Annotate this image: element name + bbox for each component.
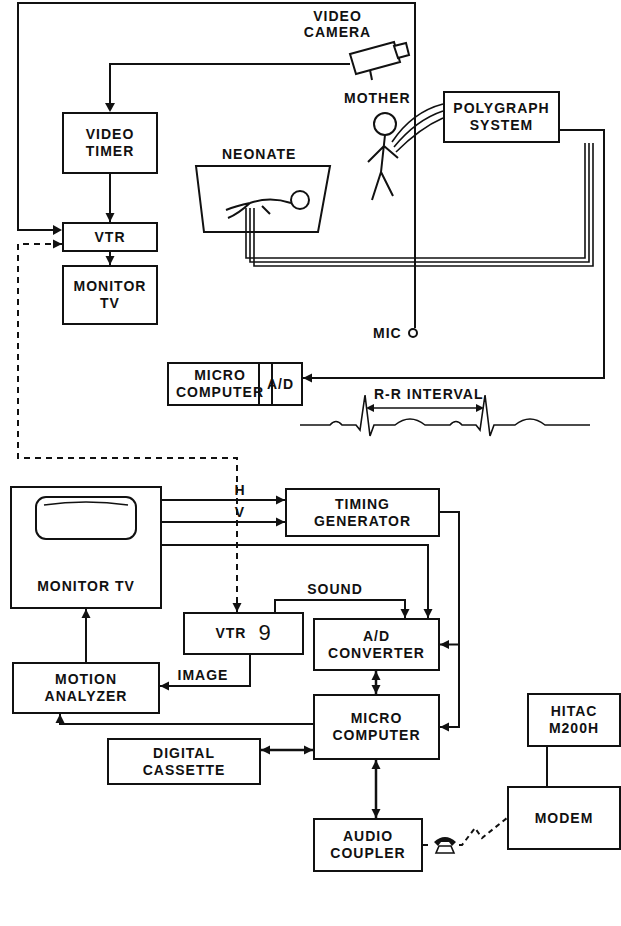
monitor-box: MONITOR TV: [10, 486, 162, 609]
arrow-head: [372, 809, 381, 818]
microphone: [409, 329, 417, 337]
mic-wire: [18, 3, 415, 328]
arrow-head: [160, 682, 169, 691]
arrow-head: [303, 374, 312, 383]
process-box: MODEM: [507, 786, 621, 850]
process-box: POLYGRAPH SYSTEM: [443, 91, 560, 143]
connector: [162, 521, 285, 523]
connector: [162, 545, 428, 618]
node-label: MICRO COMPUTER: [319, 710, 434, 744]
node-label: VTR: [215, 625, 246, 642]
telephone-base: [436, 846, 454, 853]
arrow-head: [233, 603, 242, 612]
subject-label: MOTHER: [344, 90, 411, 106]
node-label: AUDIO COUPLER: [319, 828, 417, 862]
converter-box: A/D: [258, 362, 303, 406]
arrow-head: [372, 671, 381, 680]
camera-lens: [394, 43, 409, 58]
node-label: A/D CONVERTER: [319, 628, 434, 662]
line-patch: [432, 835, 458, 855]
connector: [162, 499, 285, 501]
video-camera: [350, 42, 400, 74]
subject-label: NEONATE: [222, 146, 296, 162]
node-label: MODEM: [535, 810, 594, 827]
process-box: MOTION ANALYZER: [12, 662, 160, 714]
camera-mount: [370, 70, 372, 80]
node-label: A/D: [267, 376, 294, 393]
signal-label: H: [234, 482, 245, 498]
process-box: TIMING GENERATOR: [285, 488, 440, 537]
arrow-head: [440, 723, 449, 732]
cassette-symbol: 9: [258, 620, 271, 646]
mother-head: [374, 113, 396, 135]
node-label: MONITOR TV: [37, 578, 135, 595]
arrow-head: [401, 609, 410, 618]
mother-body: [368, 135, 398, 200]
connector: [423, 818, 507, 845]
mother-leads: [392, 104, 443, 152]
arrow-head: [56, 714, 65, 723]
node-label: VIDEO TIMER: [68, 126, 152, 160]
node-label: HITAC M200H: [533, 703, 615, 737]
telephone-handset: [434, 837, 456, 846]
arrow-head: [82, 609, 91, 618]
arrow-head: [276, 496, 285, 505]
arrow-head: [424, 609, 433, 618]
storage-box: DIGITAL CASSETTE: [107, 738, 261, 785]
interval-label: R-R INTERVAL: [374, 386, 483, 402]
neonate-bed: [196, 166, 330, 232]
node-label: MONITOR TV: [68, 278, 152, 312]
arrow-head: [372, 760, 381, 769]
device-label: VIDEO CAMERA: [290, 8, 385, 40]
arrow-head: [53, 225, 62, 235]
node-label: VTR: [95, 229, 126, 246]
signal-label: V: [235, 504, 245, 520]
connector: [440, 512, 459, 645]
arrow-head: [304, 746, 313, 755]
node-label: MOTION ANALYZER: [18, 671, 154, 705]
arrow-head: [53, 240, 62, 249]
neonate-body: [226, 200, 291, 219]
connector: [18, 244, 237, 612]
neonate-head: [291, 191, 309, 209]
connector: [440, 512, 459, 727]
neonate-leads: [246, 143, 593, 266]
node-label: POLYGRAPH SYSTEM: [449, 100, 554, 134]
converter-box: A/D CONVERTER: [313, 618, 440, 671]
arrow-head: [261, 746, 270, 755]
computer-box: HITAC M200H: [527, 693, 621, 747]
monitor-screen: [36, 497, 136, 539]
arrow-head: [476, 404, 484, 412]
rr-bracket: [373, 407, 477, 408]
arrow-head: [106, 213, 115, 222]
arrow-head: [106, 256, 115, 265]
node-label: MICRO COMPUTER: [173, 367, 267, 401]
connector: [160, 655, 250, 686]
signal-label: IMAGE: [178, 667, 229, 683]
signal-label: SOUND: [307, 581, 363, 597]
computer-box: MICRO COMPUTER: [313, 694, 440, 760]
arrow-head: [366, 404, 374, 412]
connector: [60, 714, 313, 724]
connector: [546, 747, 548, 786]
process-box: AUDIO COUPLER: [313, 818, 423, 872]
arrow-head: [440, 640, 449, 649]
recorder-box: VTR 9: [183, 612, 304, 655]
arrow-head: [276, 518, 285, 527]
node-label: TIMING GENERATOR: [291, 496, 434, 530]
screen-glare: [44, 502, 128, 505]
connector: [303, 130, 604, 378]
device-label: MIC: [373, 325, 402, 341]
video-wire: [110, 64, 350, 104]
connector: [275, 600, 405, 618]
node-label: DIGITAL CASSETTE: [113, 745, 255, 779]
arrow-head: [105, 103, 115, 112]
monitor-box: MONITOR TV: [62, 265, 158, 325]
arrow-head: [372, 685, 381, 694]
recorder-box: VTR: [62, 222, 158, 252]
process-box: VIDEO TIMER: [62, 112, 158, 174]
